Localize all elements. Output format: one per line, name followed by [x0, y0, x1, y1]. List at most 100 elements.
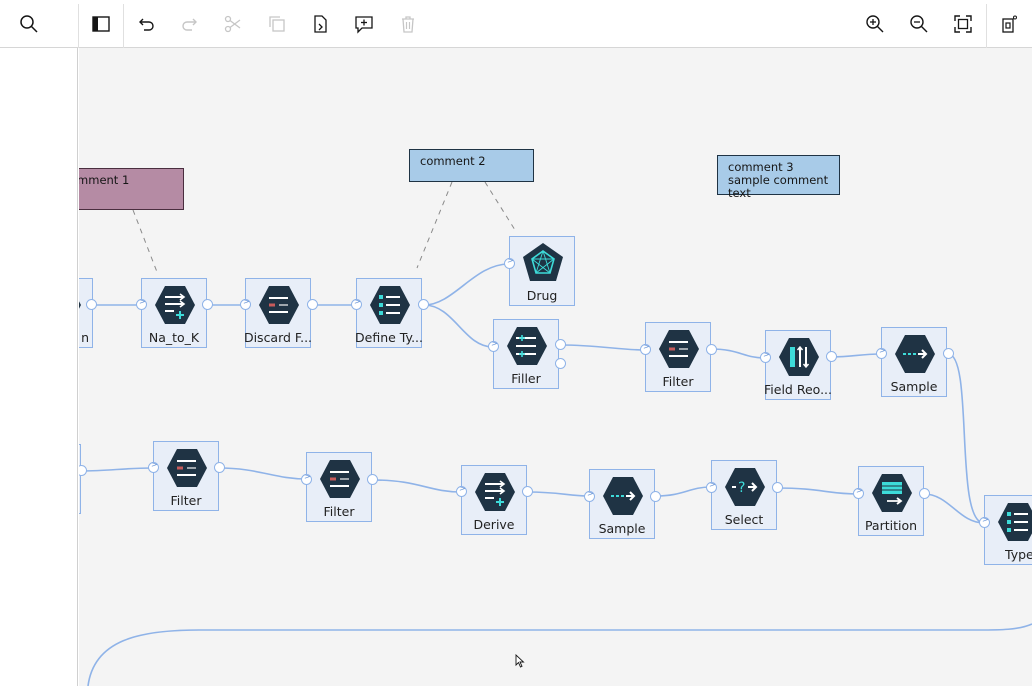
- output-port[interactable]: [555, 339, 566, 350]
- output-port[interactable]: [555, 358, 566, 369]
- node-type[interactable]: Type: [984, 495, 1032, 565]
- panel-icon: [92, 16, 110, 32]
- node-field-reorder[interactable]: Field Reo...: [764, 330, 832, 400]
- node-drug[interactable]: Drug: [509, 236, 575, 306]
- node-palette-panel: [0, 48, 78, 686]
- node-filter-1[interactable]: Filter: [153, 441, 219, 511]
- undo-button[interactable]: [124, 0, 168, 48]
- link: [423, 304, 494, 348]
- flow-canvas[interactable]: omment 1 comment 2 comment 3 sample comm…: [79, 48, 1032, 686]
- output-port[interactable]: [919, 488, 930, 499]
- node-label: Partition: [864, 518, 918, 533]
- add-comment-icon: [355, 16, 373, 34]
- node-define-types[interactable]: Define Ty...: [355, 278, 423, 348]
- node-label: Sample: [598, 521, 646, 536]
- node-discard-fields[interactable]: Discard F...: [244, 278, 312, 348]
- output-port[interactable]: [943, 348, 954, 359]
- node-label: Na_to_K: [148, 330, 200, 345]
- input-port[interactable]: [301, 472, 312, 485]
- link: [372, 479, 462, 493]
- node-label: Field Reo...: [764, 382, 832, 397]
- comment-2[interactable]: comment 2: [409, 149, 534, 182]
- output-port[interactable]: [367, 474, 378, 485]
- output-port[interactable]: [307, 299, 318, 310]
- comment-link: [416, 181, 453, 269]
- output-port[interactable]: [826, 351, 837, 362]
- node-label: Define Ty...: [355, 330, 423, 345]
- cut-button[interactable]: [211, 0, 255, 48]
- search-icon: [20, 15, 38, 33]
- delete-button[interactable]: [386, 0, 430, 48]
- input-port[interactable]: [148, 460, 159, 473]
- input-port[interactable]: [853, 486, 864, 499]
- toggle-palette-button[interactable]: [79, 0, 123, 48]
- input-port[interactable]: [456, 484, 467, 497]
- node-sample-2[interactable]: Sample: [589, 469, 655, 539]
- filler-icon: [507, 327, 547, 365]
- node-na-to-k[interactable]: Na_to_K: [141, 278, 207, 348]
- input-port[interactable]: [706, 480, 717, 493]
- source-icon: [79, 301, 81, 309]
- input-port[interactable]: [979, 515, 990, 528]
- input-port[interactable]: [760, 350, 771, 363]
- paste-button[interactable]: [298, 0, 342, 48]
- node-source-2[interactable]: [79, 444, 81, 514]
- settings-button[interactable]: [987, 0, 1031, 48]
- input-port[interactable]: [488, 339, 499, 352]
- fit-to-screen-button[interactable]: [941, 0, 985, 48]
- node-select[interactable]: ? Select: [711, 460, 777, 530]
- link: [947, 353, 985, 524]
- node-label: Filter: [170, 493, 202, 508]
- search-button[interactable]: [7, 0, 51, 48]
- output-port[interactable]: [650, 491, 661, 502]
- output-port[interactable]: [202, 299, 213, 310]
- node-label: Derive: [473, 517, 515, 532]
- add-comment-button[interactable]: [342, 0, 386, 48]
- node-derive[interactable]: Derive: [461, 465, 527, 535]
- node-partition[interactable]: Partition: [858, 466, 924, 536]
- input-port[interactable]: [640, 342, 651, 355]
- select-icon: ?: [725, 468, 765, 506]
- output-port[interactable]: [214, 462, 225, 473]
- node-source[interactable]: n: [79, 278, 93, 348]
- redo-button[interactable]: [168, 0, 212, 48]
- node-label: n: [81, 330, 89, 345]
- mouse-pointer-icon: [515, 654, 525, 668]
- node-filter-top[interactable]: Filter: [645, 322, 711, 392]
- toolbar-divider: [986, 4, 987, 48]
- comment-text: comment 2: [420, 154, 486, 168]
- output-port[interactable]: [772, 482, 783, 493]
- input-port[interactable]: [504, 256, 515, 269]
- input-port[interactable]: [240, 297, 251, 310]
- undo-icon: [139, 18, 154, 31]
- fit-icon: [954, 15, 972, 33]
- comment-3[interactable]: comment 3 sample comment text: [717, 155, 840, 200]
- node-filter-2[interactable]: Filter: [306, 452, 372, 522]
- partition-icon: [872, 474, 912, 512]
- output-port[interactable]: [706, 344, 717, 355]
- node-label: Filler: [511, 371, 541, 386]
- link: [80, 467, 153, 472]
- output-port[interactable]: [79, 465, 87, 476]
- filter-icon: [320, 460, 360, 498]
- output-port[interactable]: [418, 299, 429, 310]
- node-label: Discard F...: [243, 330, 313, 345]
- copy-button[interactable]: [255, 0, 299, 48]
- node-sample-top[interactable]: Sample: [881, 327, 947, 397]
- input-port[interactable]: [876, 346, 887, 359]
- link: [527, 491, 590, 497]
- output-port[interactable]: [522, 486, 533, 497]
- zoom-in-button[interactable]: [853, 0, 897, 48]
- settings-icon: [1002, 15, 1017, 33]
- link: [776, 487, 859, 495]
- input-port[interactable]: [584, 489, 595, 502]
- svg-text:?: ?: [738, 480, 745, 496]
- input-port[interactable]: [351, 297, 362, 310]
- zoom-out-button[interactable]: [897, 0, 941, 48]
- output-port[interactable]: [86, 299, 97, 310]
- zoom-out-icon: [910, 15, 928, 33]
- input-port[interactable]: [136, 297, 147, 310]
- node-filler[interactable]: Filler: [493, 319, 559, 389]
- comment-1[interactable]: omment 1: [79, 168, 184, 210]
- node-label: Drug: [526, 288, 558, 303]
